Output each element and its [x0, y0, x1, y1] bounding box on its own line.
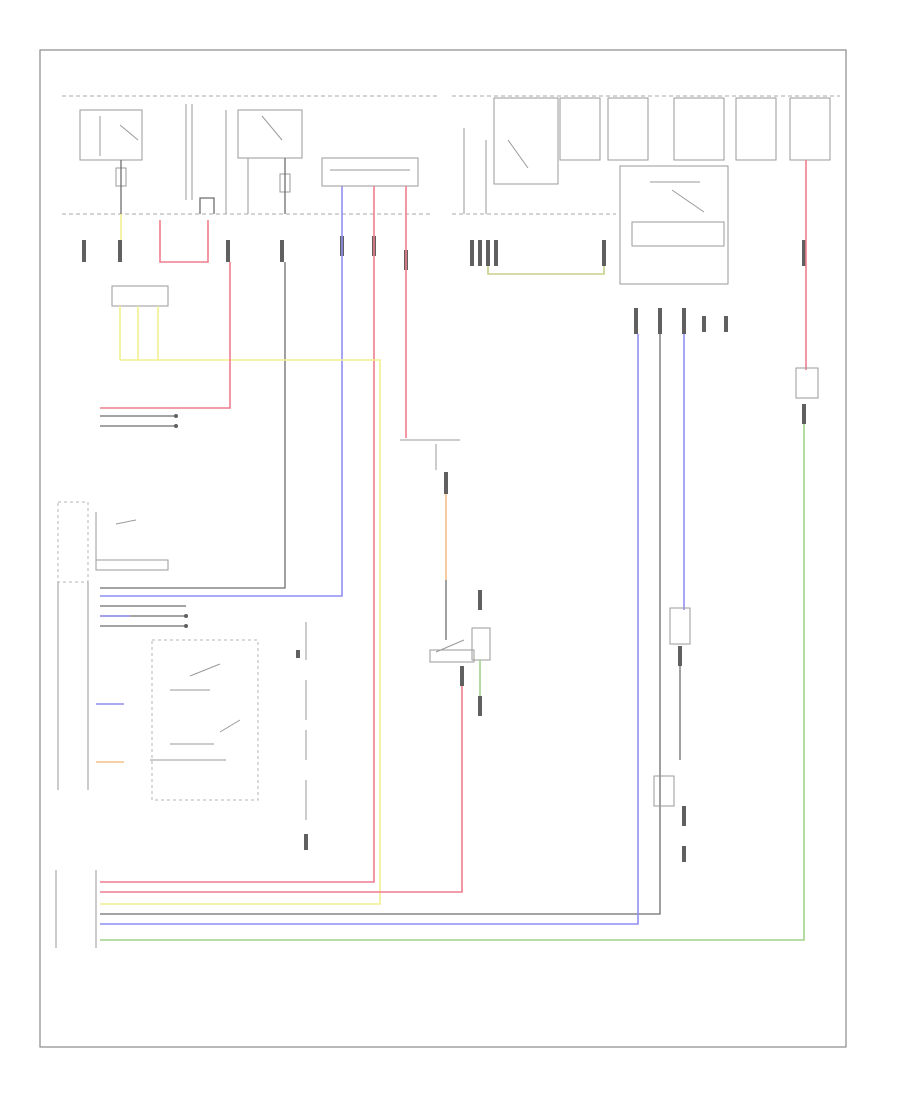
black-wire-center: [100, 262, 286, 589]
combination-switch-box: [463, 97, 559, 214]
red-wire-left-mid: [100, 262, 231, 409]
center-right-relay: [471, 590, 491, 716]
diagram-frame: [39, 49, 847, 1048]
left-mid-connector: [100, 414, 178, 428]
center-relay: [100, 439, 475, 893]
left-switch-pins: [100, 605, 188, 628]
right-mid-switch: [653, 607, 691, 862]
left-switch-unit: [57, 501, 169, 790]
junction-block-shield: [185, 104, 193, 200]
junction-connectors: [82, 236, 806, 334]
connector-module: [321, 157, 419, 187]
headlamp-relay-box: [619, 165, 729, 285]
blue-wire-trunk: [100, 186, 343, 597]
left-lower-switch-box: [96, 639, 259, 801]
left-sensor-group: [100, 285, 381, 905]
yellow-green-bottom-loop: [487, 266, 605, 275]
black-short-jumper: [199, 197, 215, 214]
red-wire-trunk: [100, 186, 375, 883]
center-left-switch-stack: [296, 622, 308, 850]
red-loop-wire: [159, 220, 209, 263]
blue-wire-right-bottom: [100, 334, 639, 925]
black-wire-right-1: [100, 334, 661, 915]
right-upper-fuse-boxes: [559, 97, 831, 161]
center-relay-box: [225, 109, 303, 214]
right-sensor: [100, 367, 819, 941]
bottom-left-connector: [55, 870, 97, 948]
top-left-fuse-box: [79, 109, 143, 214]
